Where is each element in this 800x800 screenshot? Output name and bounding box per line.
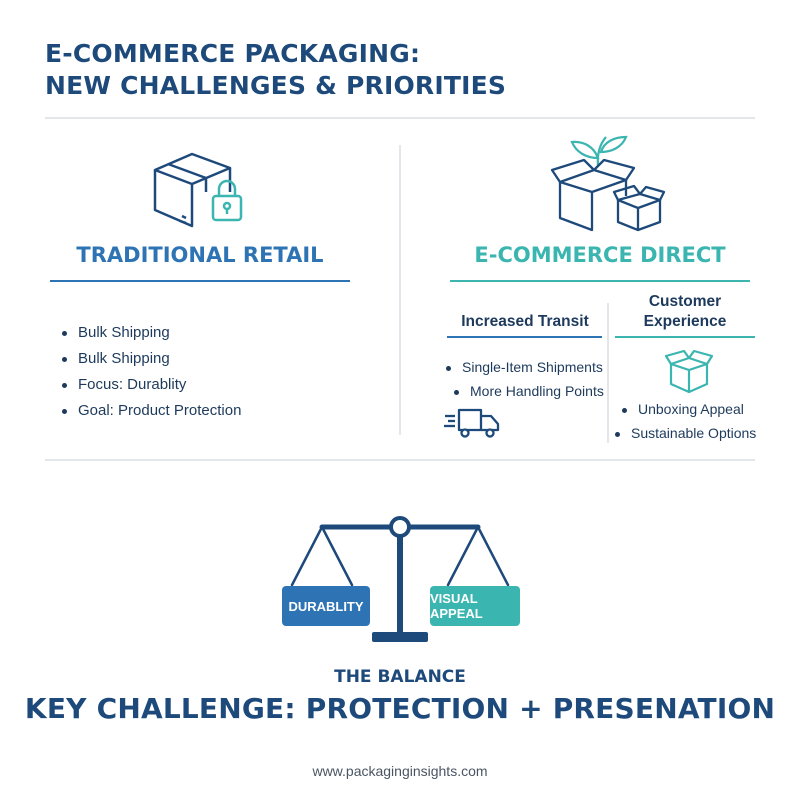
- list-item: Unboxing Appeal: [622, 401, 756, 425]
- experience-bullet-list: Unboxing Appeal Sustainable Options: [615, 401, 756, 449]
- experience-underline: [615, 336, 755, 338]
- list-item: More Handling Points: [454, 383, 604, 407]
- top-divider: [45, 117, 755, 119]
- customer-experience-heading: Customer Experience: [615, 292, 755, 332]
- list-item: Sustainable Options: [615, 425, 756, 449]
- page-title: E-COMMERCE PACKAGING: NEW CHALLENGES & P…: [45, 38, 506, 102]
- open-box-icon: [664, 349, 714, 394]
- delivery-truck-icon: [444, 408, 500, 438]
- list-item: Goal: Product Protection: [62, 402, 241, 428]
- locked-box-icon: [153, 152, 243, 228]
- sustainable-boxes-icon: [550, 135, 666, 232]
- ecommerce-split-divider: [607, 303, 609, 443]
- list-item: Bulk Shipping: [62, 324, 241, 350]
- key-challenge-text: KEY CHALLENGE: PROTECTION + PRESENATION: [24, 692, 776, 725]
- ecommerce-direct-heading: E-COMMERCE DIRECT: [474, 243, 726, 267]
- title-line-1: E-COMMERCE PACKAGING:: [45, 39, 421, 68]
- footer-url: www.packaginginsights.com: [312, 763, 488, 779]
- balance-scale-icon: [290, 516, 510, 642]
- balance-caption: THE BALANCE: [334, 667, 466, 687]
- transit-bullet-list: Single-Item Shipments More Handling Poin…: [446, 359, 604, 407]
- customer-experience-line-2: Experience: [643, 313, 727, 330]
- traditional-retail-heading: TRADITIONAL RETAIL: [76, 243, 324, 267]
- transit-underline: [447, 336, 602, 338]
- visual-appeal-label: VISUAL APPEAL: [430, 586, 520, 626]
- bottom-divider: [45, 459, 755, 461]
- increased-transit-heading: Increased Transit: [461, 313, 589, 330]
- durability-label: DURABLITY: [282, 586, 370, 626]
- title-line-2: NEW CHALLENGES & PRIORITIES: [45, 71, 507, 100]
- ecommerce-underline: [450, 280, 750, 282]
- list-item: Bulk Shipping: [62, 350, 241, 376]
- customer-experience-line-1: Customer: [648, 293, 722, 310]
- list-item: Single-Item Shipments: [446, 359, 604, 383]
- center-divider: [399, 145, 401, 435]
- traditional-bullet-list: Bulk Shipping Bulk Shipping Focus: Durab…: [62, 324, 241, 428]
- list-item: Focus: Durablity: [62, 376, 241, 402]
- traditional-underline: [50, 280, 350, 282]
